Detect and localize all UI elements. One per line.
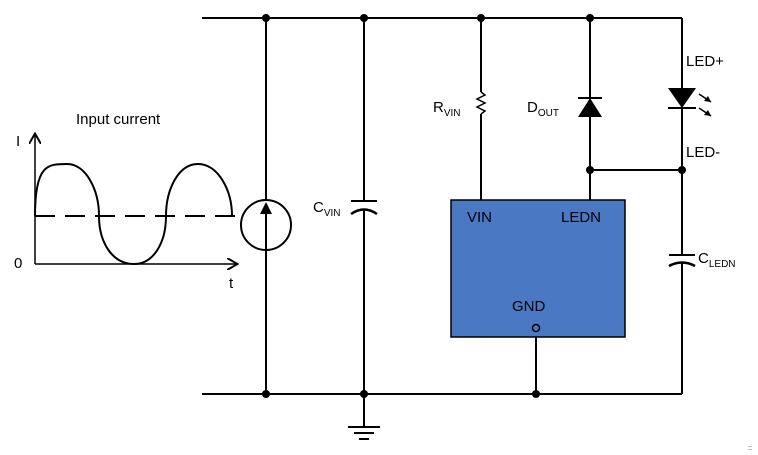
current-source xyxy=(240,18,292,394)
r-vin-label: RVIN xyxy=(433,99,461,119)
led-minus-label: LED- xyxy=(686,144,720,161)
ic-block: VIN LEDN GND xyxy=(450,199,626,338)
input-current-plot: Input current I t 0 xyxy=(14,111,236,292)
plot-x-label: t xyxy=(229,275,234,292)
ground-symbol xyxy=(348,394,380,440)
r-vin-resistor xyxy=(475,18,487,200)
ic-pin-ledn: LEDN xyxy=(561,209,601,226)
c-ledn-capacitor xyxy=(668,254,696,394)
current-direction-arrow-icon xyxy=(260,202,272,214)
c-vin-capacitor xyxy=(350,18,378,394)
gnd-pin-icon xyxy=(531,323,541,333)
d-out-label: DOUT xyxy=(527,99,559,119)
c-ledn-label: CLEDN xyxy=(698,250,736,270)
led xyxy=(668,18,712,255)
ic-body xyxy=(450,199,626,338)
ic-pin-vin: VIN xyxy=(467,209,492,226)
plot-y-label: I xyxy=(16,133,20,150)
plot-origin-label: 0 xyxy=(14,255,22,272)
d-out-diode xyxy=(578,18,602,200)
ic-pin-gnd: GND xyxy=(512,298,546,315)
c-vin-label: CVIN xyxy=(313,199,341,219)
plot-title: Input current xyxy=(76,111,161,128)
junction-dots xyxy=(262,14,686,398)
corner-marker: :: xyxy=(748,445,752,452)
led-plus-label: LED+ xyxy=(686,53,724,70)
plot-sine-wave xyxy=(34,162,233,266)
